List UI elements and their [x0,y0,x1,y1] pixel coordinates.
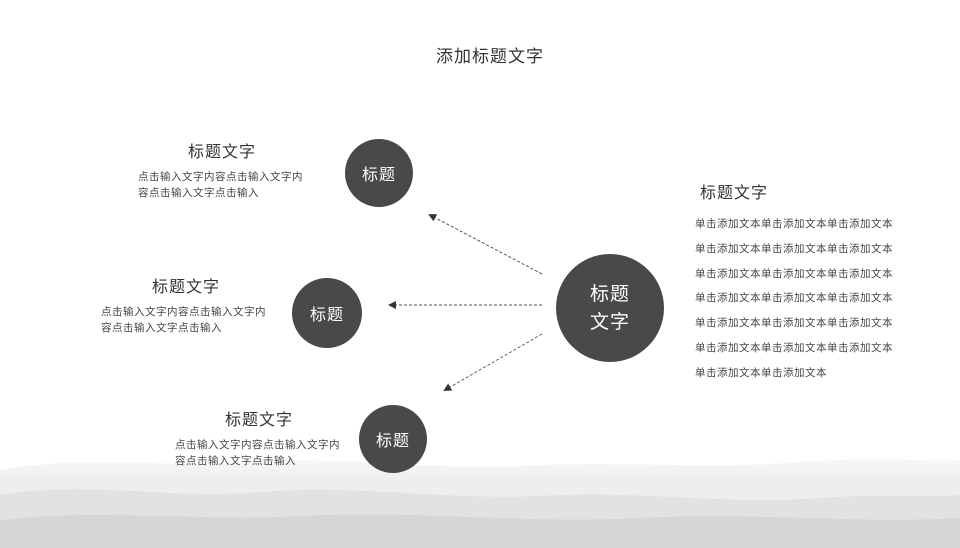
arrow-to-node-1 [428,214,543,275]
arrow-to-node-3 [443,333,543,391]
right-panel-heading: 标题文字 [700,183,769,202]
page-title: 添加标题文字 [436,47,544,67]
node-1-body: 点击输入文字内容点击输入文字内容点击输入文字点击输入 [138,171,303,199]
node-3-heading: 标题文字 [225,410,294,429]
node-2-circle: 标题 [292,278,362,348]
node-2-body: 点击输入文字内容点击输入文字内容点击输入文字点击输入 [101,306,266,334]
center-node: 标题 文字 [556,254,664,362]
node-3-circle: 标题 [359,405,427,473]
right-panel-body: 单击添加文本单击添加文本单击添加文本单击添加文本单击添加文本单击添加文本单击添加… [695,218,893,379]
node-3-body: 点击输入文字内容点击输入文字内容点击输入文字点击输入 [175,439,340,467]
node-1-circle: 标题 [345,139,413,207]
node-1-heading: 标题文字 [188,142,257,161]
node-2-heading: 标题文字 [152,277,221,296]
